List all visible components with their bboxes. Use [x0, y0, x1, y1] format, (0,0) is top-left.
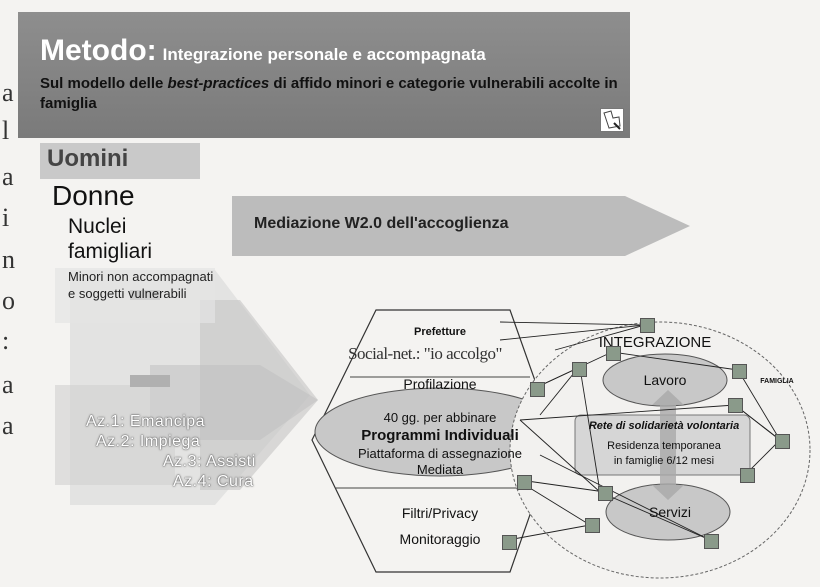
edge-char: n — [2, 245, 15, 274]
edge-char: a — [2, 411, 14, 440]
corner-icon — [600, 108, 624, 132]
funnel-arrow-inner — [150, 365, 318, 440]
hex-programmi: Programmi Individuali — [361, 427, 519, 444]
network-node — [740, 468, 755, 483]
network-node — [517, 475, 532, 490]
uomini-box — [40, 143, 200, 179]
hex-social-net: Social-net.: "io accolgo" — [348, 344, 502, 363]
hex-monitoraggio: Monitoraggio — [399, 531, 481, 547]
action-1: Az.1: Emancipa — [86, 413, 206, 430]
category-uomini: Uomini — [47, 145, 129, 172]
edge-char: a — [2, 78, 14, 107]
subtitle-prefix: Sul modello delle — [40, 75, 168, 92]
network-node — [732, 364, 747, 379]
network-node — [530, 382, 545, 397]
header-title-rest: Integrazione personale e accompagnata — [162, 45, 486, 64]
circle-lavoro: Lavoro — [643, 372, 687, 388]
circle-integrazione: INTEGRAZIONE — [598, 334, 712, 351]
edge-char: l — [2, 116, 10, 145]
mediation-arrow — [232, 196, 690, 256]
category-famigliari: famigliari — [68, 240, 153, 263]
divider-bar — [130, 375, 170, 387]
hex-prefetture: Prefetture — [414, 326, 466, 338]
circle-residenza-1: Residenza temporanea — [607, 440, 721, 452]
header-banner: Metodo: Integrazione personale e accompag… — [18, 12, 630, 138]
network-node — [640, 318, 655, 333]
subtitle-suffix: di affido minori e categorie vulnerabili… — [40, 75, 618, 112]
hex-mediata: Mediata — [416, 462, 464, 477]
action-3: Az.3: Assisti — [163, 453, 256, 470]
header-subtitle: Sul modello delle best-practices di affi… — [40, 74, 630, 114]
network-node — [502, 535, 517, 550]
edge-char: o — [2, 286, 15, 315]
mediation-banner-label: Mediazione W2.0 dell'accoglienza — [254, 215, 509, 232]
hex-piattaforma: Piattaforma di assegnazione — [357, 446, 523, 461]
network-node — [572, 362, 587, 377]
network-node — [606, 346, 621, 361]
network-node — [704, 534, 719, 549]
actions-box — [55, 385, 175, 485]
circle-servizi: Servizi — [648, 504, 691, 520]
double-arrow — [652, 390, 684, 500]
hex-filtri: Filtri/Privacy — [401, 505, 479, 521]
category-minori: Minori non accompagnati e soggetti vulne… — [68, 269, 214, 301]
network-node — [728, 398, 743, 413]
edge-char: i — [2, 203, 10, 232]
network-node — [775, 434, 790, 449]
category-nuclei: Nuclei — [68, 215, 127, 238]
edge-char: : — [2, 326, 10, 355]
divider-bar-2 — [130, 290, 160, 300]
category-donne: Donne — [52, 180, 135, 211]
subtitle-italic: best-practices — [167, 75, 270, 92]
network-node — [598, 486, 613, 501]
circle-rete: Rete di solidarietà volontaria — [588, 420, 740, 432]
action-2: Az.2: Impiega — [96, 433, 201, 450]
hex-profilazione: Profilazione — [403, 376, 477, 392]
circle-residenza-2: in famiglie 6/12 mesi — [613, 455, 715, 467]
header-title-main: Metodo: — [40, 34, 157, 67]
hex-gg: 40 gg. per abbinare — [383, 410, 497, 425]
edge-char: a — [2, 162, 14, 191]
circle-famiglia: FAMIGLIA — [760, 378, 794, 385]
action-4: Az.4: Cura — [173, 473, 254, 490]
edge-char: a — [2, 370, 14, 399]
header-title: Metodo: Integrazione personale e accompag… — [40, 34, 486, 68]
network-node — [585, 518, 600, 533]
